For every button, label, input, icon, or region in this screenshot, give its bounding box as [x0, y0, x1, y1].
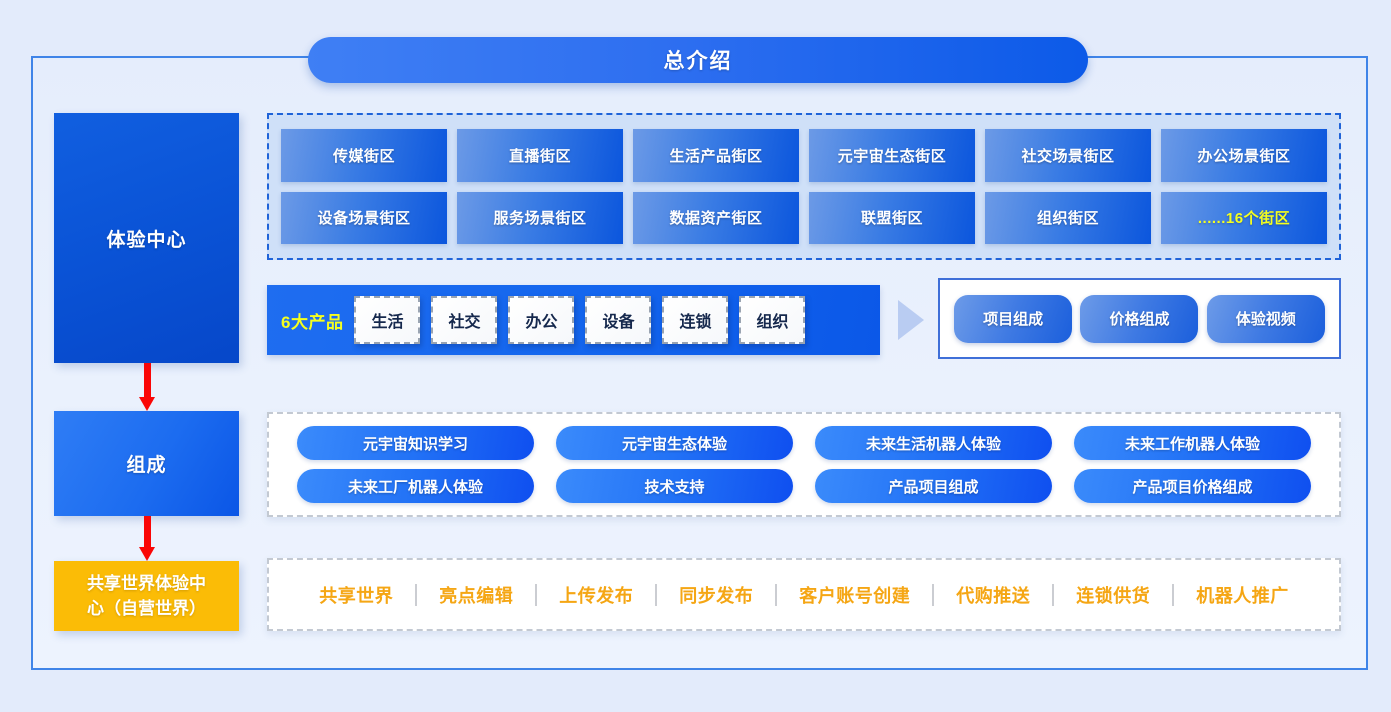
arrow-head	[139, 397, 155, 411]
arrow-shaft	[144, 363, 151, 398]
page-title-banner: 总介绍	[308, 37, 1088, 83]
action-link[interactable]: 机器人推广	[1196, 585, 1289, 606]
district-tile[interactable]: 办公场景街区	[1161, 129, 1327, 182]
composition-pill[interactable]: 体验视频	[1206, 294, 1325, 343]
action-separator	[932, 583, 935, 606]
district-tile[interactable]: 组织街区	[985, 191, 1151, 244]
product-chip-list: 生活社交办公设备连锁组织	[354, 296, 806, 344]
action-separator	[1052, 583, 1055, 606]
actions-card: 共享世界 亮点编辑 上传发布 同步发布 客户账号创建 代购推送 连锁供货 机器人推广	[267, 558, 1341, 631]
feature-pill[interactable]: 未来生活机器人体验	[815, 426, 1052, 460]
composition-pill[interactable]: 价格组成	[1080, 294, 1199, 343]
compose-features-grid: 元宇宙知识学习元宇宙生态体验未来生活机器人体验未来工作机器人体验未来工厂机器人体…	[297, 426, 1311, 503]
action-separator	[415, 583, 418, 606]
product-chip[interactable]: 社交	[431, 296, 498, 344]
node-compose[interactable]: 组成	[54, 411, 239, 516]
action-link[interactable]: 上传发布	[559, 585, 634, 606]
feature-pill[interactable]: 未来工厂机器人体验	[297, 469, 534, 503]
product-chip[interactable]: 办公	[508, 296, 575, 344]
action-separator	[535, 583, 538, 606]
district-tile[interactable]: ......16个街区	[1161, 191, 1327, 244]
node-share-world-center[interactable]: 共享世界体验中 心（自营世界）	[54, 561, 239, 631]
district-tile[interactable]: 服务场景街区	[457, 191, 623, 244]
arrow-head	[139, 547, 155, 561]
districts-panel: 传媒街区直播街区生活产品街区元宇宙生态街区社交场景街区办公场景街区设备场景街区服…	[267, 113, 1341, 260]
feature-pill[interactable]: 未来工作机器人体验	[1074, 426, 1311, 460]
product-chip[interactable]: 连锁	[662, 296, 729, 344]
arrow-shaft	[144, 516, 151, 548]
feature-pill[interactable]: 产品项目价格组成	[1074, 469, 1311, 503]
district-tile[interactable]: 元宇宙生态街区	[809, 129, 975, 182]
action-separator	[655, 583, 658, 606]
composition-pill[interactable]: 项目组成	[954, 294, 1073, 343]
product-chip[interactable]: 组织	[739, 296, 806, 344]
arrow-down-compose-to-share-world	[139, 516, 155, 562]
product-chip[interactable]: 设备	[585, 296, 652, 344]
feature-pill[interactable]: 元宇宙知识学习	[297, 426, 534, 460]
products-bar: 6大产品 生活社交办公设备连锁组织	[267, 285, 880, 355]
arrow-right-icon	[898, 300, 924, 340]
arrow-down-experience-to-compose	[139, 363, 155, 412]
feature-pill[interactable]: 技术支持	[556, 469, 793, 503]
share-world-line-1: 共享世界体验中	[87, 574, 206, 593]
district-tile[interactable]: 生活产品街区	[633, 129, 799, 182]
action-link[interactable]: 客户账号创建	[799, 585, 911, 606]
node-compose-label: 组成	[126, 455, 167, 476]
node-share-world-center-label: 共享世界体验中 心（自营世界）	[87, 571, 206, 621]
district-tile[interactable]: 设备场景街区	[281, 191, 447, 244]
action-link[interactable]: 共享世界	[319, 585, 394, 606]
feature-pill[interactable]: 元宇宙生态体验	[556, 426, 793, 460]
feature-pill[interactable]: 产品项目组成	[815, 469, 1052, 503]
action-separator	[775, 583, 778, 606]
node-experience-center[interactable]: 体验中心	[54, 113, 239, 363]
action-link[interactable]: 连锁供货	[1076, 585, 1151, 606]
district-tile[interactable]: 数据资产街区	[633, 191, 799, 244]
page-title: 总介绍	[663, 50, 733, 73]
node-experience-center-label: 体验中心	[106, 229, 187, 251]
district-tile[interactable]: 传媒街区	[281, 129, 447, 182]
action-link[interactable]: 同步发布	[679, 585, 754, 606]
action-separator	[1172, 583, 1175, 606]
action-link[interactable]: 亮点编辑	[439, 585, 514, 606]
districts-grid: 传媒街区直播街区生活产品街区元宇宙生态街区社交场景街区办公场景街区设备场景街区服…	[281, 129, 1327, 244]
district-tile[interactable]: 直播街区	[457, 129, 623, 182]
district-tile[interactable]: 社交场景街区	[985, 129, 1151, 182]
product-chip[interactable]: 生活	[354, 296, 421, 344]
compose-features-card: 元宇宙知识学习元宇宙生态体验未来生活机器人体验未来工作机器人体验未来工厂机器人体…	[267, 412, 1341, 517]
action-link[interactable]: 代购推送	[956, 585, 1031, 606]
district-tile[interactable]: 联盟街区	[809, 191, 975, 244]
composition-panel: 项目组成价格组成体验视频	[938, 278, 1341, 359]
share-world-line-2: 心（自营世界）	[87, 599, 206, 618]
products-bar-label: 6大产品	[281, 312, 344, 332]
